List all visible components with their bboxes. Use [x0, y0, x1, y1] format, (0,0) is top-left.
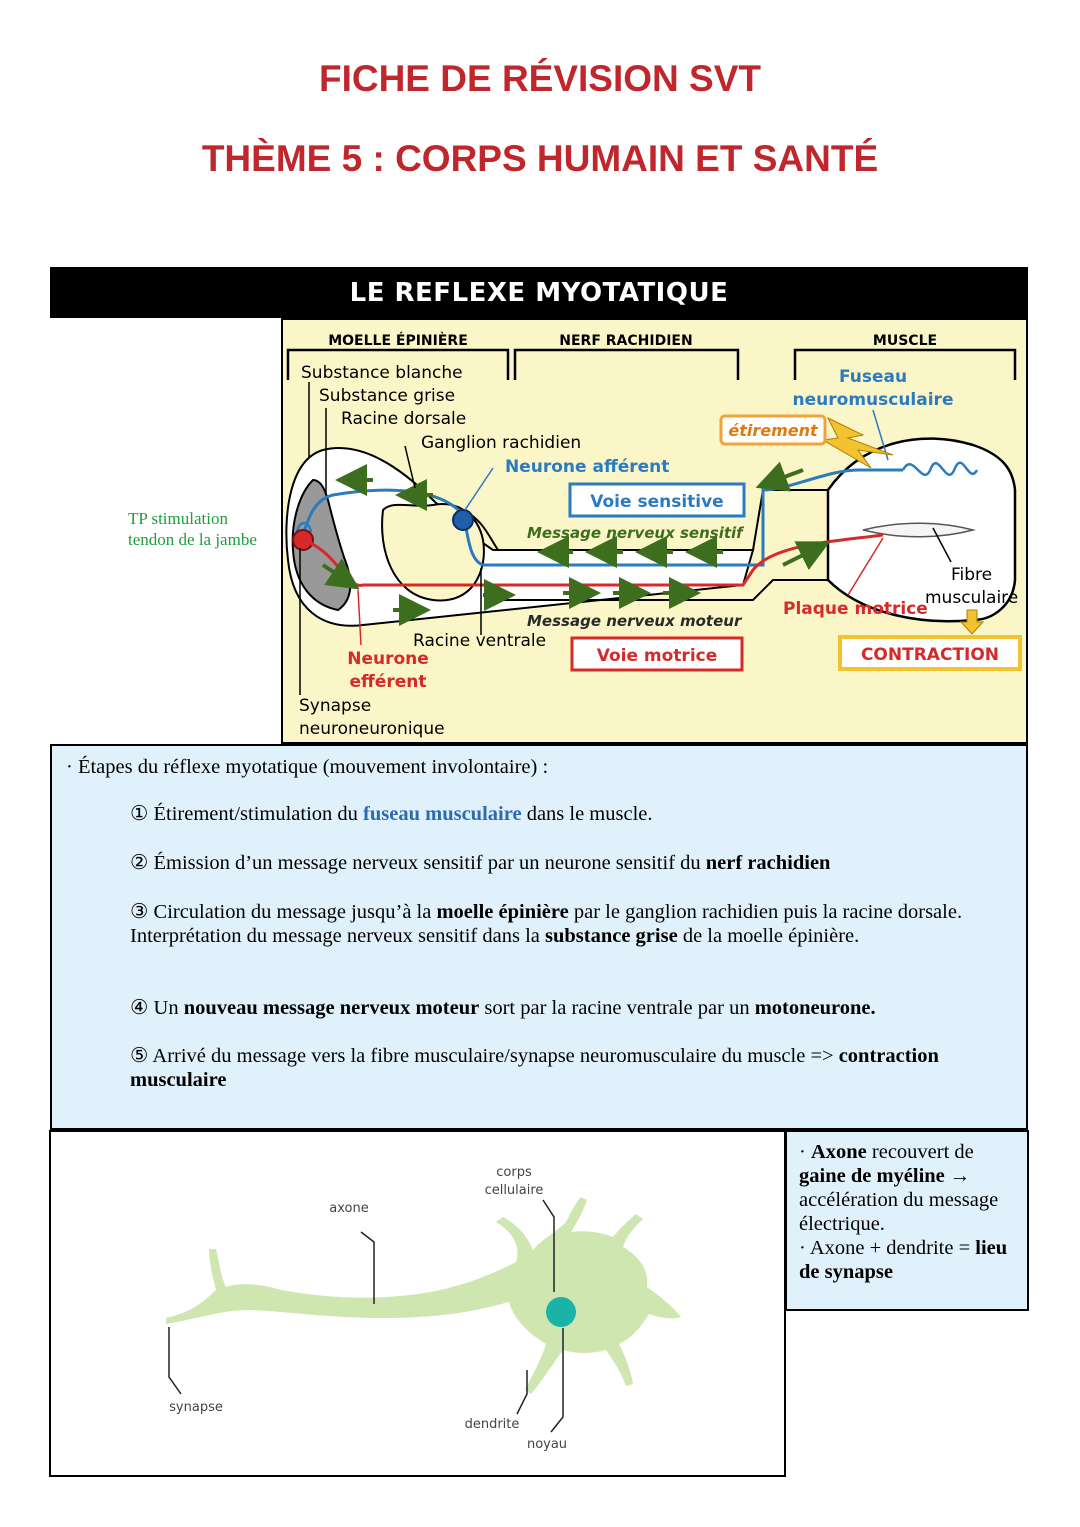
efferent-pointer — [357, 589, 362, 646]
label-axone: axone — [329, 1201, 368, 1216]
voie-sensitive-box — [568, 482, 746, 518]
section-nerf: NERF RACHIDIEN — [559, 333, 692, 349]
note-a-myelin: gaine de myéline → — [799, 1165, 971, 1187]
label-corps-2: cellulaire — [485, 1183, 544, 1198]
label-fuseau-2: neuromusculaire — [793, 390, 954, 410]
neuron-svg: corps cellulaire axone synapse dendrite … — [166, 1165, 681, 1452]
step-3-keyword-1: moelle épinière — [436, 901, 569, 923]
label-message-moteur: Message nerveux moteur — [527, 612, 743, 630]
step-1-text-a: Étirement/stimulation du — [148, 803, 364, 825]
step-2-text-a: Émission d’un message nerveux sensitif p… — [148, 852, 706, 874]
afferent-pointer — [464, 467, 494, 511]
label-ganglion: Ganglion rachidien — [421, 433, 581, 453]
step-3-text-c: par le ganglion rachidien puis la racine… — [130, 901, 963, 947]
label-fuseau-1: Fuseau — [839, 367, 907, 387]
side-note-line2: tendon de la jambe — [128, 530, 257, 549]
step-4: ④ Un nouveau message nerveux moteur sort… — [130, 996, 990, 1020]
label-neurone-afferent: Neurone afférent — [505, 457, 669, 477]
section-brackets — [286, 348, 1017, 380]
step-5-num: ⑤ — [130, 1045, 149, 1067]
note-a-end: accélération du message électrique. — [799, 1189, 999, 1235]
label-neurone-efferent-2: efférent — [350, 672, 427, 692]
step-4-text-c: sort par la racine ventrale par un — [479, 997, 755, 1019]
label-fibre-2: musculaire — [925, 588, 1018, 608]
reflex-diagram-svg: MOELLE ÉPINIÈRE NERF RACHIDIEN MUSCLE — [285, 332, 1022, 739]
step-3-keyword-2: substance grise — [545, 925, 678, 947]
afferent-cell-body — [452, 509, 474, 531]
step-1: ① Étirement/stimulation du fuseau muscul… — [130, 802, 990, 826]
label-synapse-2: neuroneuronique — [299, 719, 445, 739]
page-subtitle: THÈME 5 : CORPS HUMAIN ET SANTÉ — [201, 138, 879, 179]
note-a-keyword: Axone — [810, 1141, 867, 1163]
reflex-diagram: MOELLE ÉPINIÈRE NERF RACHIDIEN MUSCLE — [281, 318, 1028, 744]
label-plaque-motrice: Plaque motrice — [783, 599, 928, 619]
step-3-text-e: de la moelle épinière. — [677, 925, 860, 947]
note-b-keyword: lieu de synapse — [799, 1237, 1008, 1283]
message-arrows — [321, 461, 831, 626]
label-pointers — [299, 382, 952, 695]
contraction-arrow-icon — [959, 609, 985, 635]
label-corps-1: corps — [496, 1165, 532, 1180]
section-banner: LE REFLEXE MYOTATIQUE — [50, 267, 1028, 318]
steps-intro: · Étapes du réflexe myotatique (mouvemen… — [66, 756, 549, 778]
voie-motrice-box — [570, 636, 744, 672]
muscle-fibre — [862, 522, 976, 538]
label-message-sensitif: Message nerveux sensitif — [527, 524, 745, 542]
spindle-coil — [901, 461, 979, 476]
page-title: FICHE DE RÉVISION SVT — [318, 58, 761, 99]
step-1-keyword: fuseau musculaire — [363, 803, 522, 825]
label-substance-grise: Substance grise — [319, 386, 455, 406]
label-fibre-1: Fibre — [951, 565, 992, 585]
neuron-figure: corps cellulaire axone synapse dendrite … — [49, 1130, 786, 1477]
step-5-keyword: contraction musculaire — [130, 1045, 939, 1091]
etirement-tag — [719, 414, 827, 446]
step-2-num: ② — [130, 852, 149, 874]
step-3-num: ③ — [130, 901, 149, 923]
steps-box: · Étapes du réflexe myotatique (mouvemen… — [50, 744, 1028, 1130]
voie-motrice-label: Voie motrice — [597, 646, 718, 666]
section-muscle: MUSCLE — [873, 333, 937, 349]
label-neurone-efferent-1: Neurone — [347, 649, 429, 669]
step-3-text-a: Circulation du message jusqu’à la — [148, 901, 437, 923]
efferent-cell-body — [292, 529, 314, 551]
lightning-icon — [821, 416, 894, 469]
label-synapse: synapse — [169, 1400, 223, 1415]
nucleus-shape — [546, 1297, 576, 1327]
note-b-text: · Axone + dendrite = — [799, 1237, 976, 1259]
neuron-shape — [166, 1197, 681, 1394]
step-3: ③ Circulation du message jusqu’à la moel… — [130, 900, 990, 948]
step-5: ⑤ Arrivé du message vers la fibre muscul… — [130, 1044, 990, 1092]
label-substance-blanche: Substance blanche — [301, 363, 463, 383]
step-4-num: ④ — [130, 997, 149, 1019]
banner-label: LE REFLEXE MYOTATIQUE — [349, 277, 729, 308]
step-4-text-a: Un — [148, 997, 184, 1019]
note-a-bullet: · — [799, 1141, 811, 1163]
step-1-num: ① — [130, 803, 149, 825]
etirement-label: étirement — [728, 421, 819, 440]
note-a-text: recouvert de — [866, 1141, 974, 1163]
step-2: ② Émission d’un message nerveux sensitif… — [130, 851, 990, 875]
label-synapse-1: Synapse — [299, 696, 371, 716]
label-racine-ventrale: Racine ventrale — [413, 631, 546, 651]
neuron-pointers — [168, 1199, 564, 1433]
plaque-pointer — [847, 537, 884, 596]
side-note-line1: TP stimulation — [128, 509, 228, 528]
step-5-text-a: Arrivé du message vers la fibre musculai… — [148, 1045, 839, 1067]
step-4-keyword-2: motoneurone. — [754, 997, 876, 1019]
voie-sensitive-label: Voie sensitive — [590, 492, 723, 512]
label-noyau: noyau — [527, 1437, 567, 1452]
step-4-keyword-1: nouveau message nerveux moteur — [183, 997, 480, 1019]
axon-notes: · Axone recouvert de gaine de myéline → … — [785, 1130, 1029, 1311]
side-note: TP stimulation tendon de la jambe — [128, 508, 257, 550]
section-moelle: MOELLE ÉPINIÈRE — [328, 332, 468, 349]
afferent-synapse-arc — [295, 521, 313, 533]
step-1-text-c: dans le muscle. — [521, 803, 653, 825]
contraction-label: CONTRACTION — [861, 645, 999, 665]
step-2-keyword: nerf rachidien — [705, 852, 831, 874]
contraction-box — [838, 635, 1022, 671]
label-dendrite: dendrite — [465, 1417, 520, 1432]
label-racine-dorsale: Racine dorsale — [341, 409, 466, 429]
